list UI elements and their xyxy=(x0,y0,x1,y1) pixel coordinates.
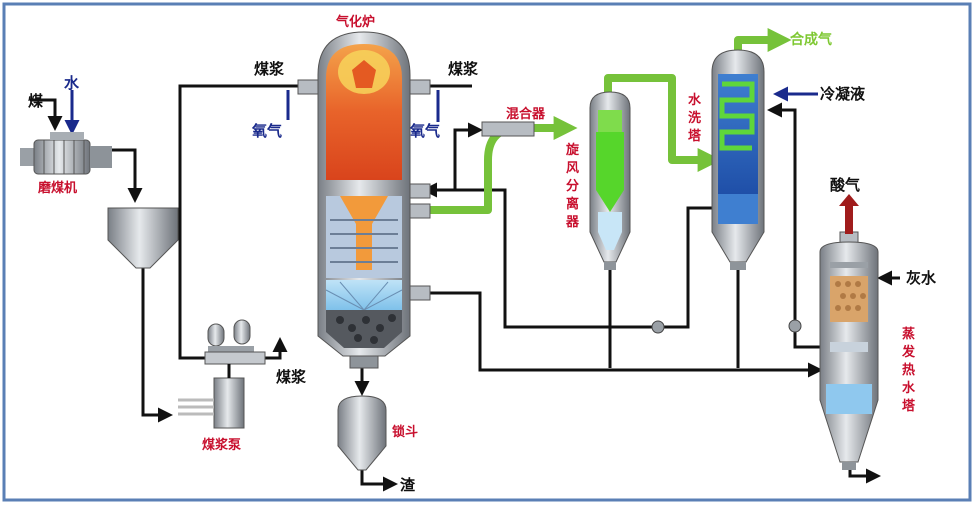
label-slurry-right: 煤浆 xyxy=(448,60,479,78)
label-evap-2: 发 xyxy=(901,344,916,360)
label-oxygen-left: 氧气 xyxy=(251,122,282,140)
evaporation-tower xyxy=(819,231,879,470)
label-grey-water: 灰水 xyxy=(906,269,937,287)
junction-valve xyxy=(651,320,665,334)
label-water: 水 xyxy=(64,74,80,92)
labels: 煤 水 磨煤机 煤浆泵 煤浆 煤浆 氧气 气化炉 煤浆 氧气 混合器 合成气 冷… xyxy=(28,14,937,494)
label-coal: 煤 xyxy=(28,92,43,110)
label-evap-4: 水 xyxy=(902,380,916,396)
label-lock-hopper: 锁斗 xyxy=(392,424,418,440)
acid-gas-arrow xyxy=(839,194,859,234)
slurry-pump xyxy=(178,319,266,429)
label-cyclone-2: 风 xyxy=(566,161,579,176)
label-cyclone-5: 器 xyxy=(565,215,580,230)
gasifier xyxy=(297,31,431,369)
label-slurry-pump: 煤浆泵 xyxy=(202,437,241,453)
label-cyclone-3: 分 xyxy=(566,178,579,194)
label-evap-5: 塔 xyxy=(902,398,916,414)
lock-hopper xyxy=(337,395,387,471)
label-scrubber-3: 塔 xyxy=(688,128,702,144)
label-cyclone-1: 旋 xyxy=(565,142,580,158)
water-scrubber xyxy=(711,49,765,270)
label-slag: 渣 xyxy=(400,476,416,494)
label-mixer: 混合器 xyxy=(506,106,546,122)
label-scrubber-1: 水 xyxy=(688,92,702,108)
coal-hopper xyxy=(107,207,179,269)
label-evap-3: 热 xyxy=(902,362,915,378)
label-slurry-left: 煤浆 xyxy=(254,60,285,78)
coal-mill xyxy=(20,132,112,175)
label-scrubber-2: 洗 xyxy=(688,110,701,126)
label-evap-1: 蒸 xyxy=(902,326,915,342)
label-mill: 磨煤机 xyxy=(38,180,77,196)
blue-lines xyxy=(64,86,818,135)
mixer xyxy=(481,121,535,137)
label-oxygen-right: 氧气 xyxy=(409,122,440,140)
label-acid-gas: 酸气 xyxy=(830,176,860,194)
label-cyclone-4: 离 xyxy=(566,196,579,212)
label-gasifier: 气化炉 xyxy=(336,14,375,30)
cyclone-separator xyxy=(589,91,631,270)
label-slurry-bottom: 煤浆 xyxy=(276,368,307,386)
junction-valve-2 xyxy=(788,319,802,333)
label-condensate: 冷凝液 xyxy=(820,85,866,103)
label-syngas: 合成气 xyxy=(790,31,832,48)
